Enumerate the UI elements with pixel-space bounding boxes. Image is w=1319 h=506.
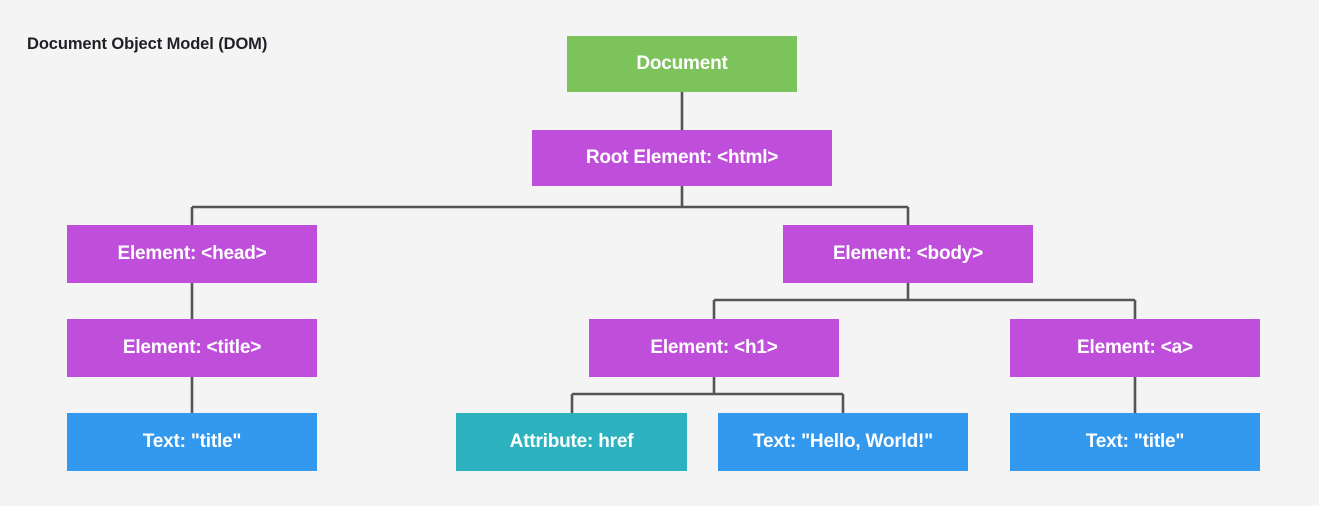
node-text-hello-world[interactable]: Text: "Hello, World!" bbox=[718, 413, 968, 471]
node-element-h1-label: Element: <h1> bbox=[650, 337, 778, 358]
node-element-body[interactable]: Element: <body> bbox=[783, 225, 1033, 283]
node-element-title-label: Element: <title> bbox=[122, 337, 262, 358]
node-document-label: Document bbox=[636, 53, 728, 74]
node-text-title-a-label: Text: "title" bbox=[1085, 431, 1185, 452]
node-root-element-html-label: Root Element: <html> bbox=[585, 147, 779, 168]
node-element-head[interactable]: Element: <head> bbox=[67, 225, 317, 283]
node-attribute-href-label: Attribute: href bbox=[509, 431, 634, 452]
node-attribute-href[interactable]: Attribute: href bbox=[456, 413, 687, 471]
node-text-title-a[interactable]: Text: "title" bbox=[1010, 413, 1260, 471]
node-element-a-label: Element: <a> bbox=[1077, 337, 1193, 358]
node-element-h1[interactable]: Element: <h1> bbox=[589, 319, 839, 377]
page-title: Document Object Model (DOM) bbox=[27, 35, 268, 53]
node-element-body-label: Element: <body> bbox=[832, 243, 984, 264]
node-text-title-head-label: Text: "title" bbox=[142, 431, 242, 452]
node-root-element-html[interactable]: Root Element: <html> bbox=[532, 130, 832, 186]
node-text-title-head[interactable]: Text: "title" bbox=[67, 413, 317, 471]
node-document[interactable]: Document bbox=[567, 36, 797, 92]
node-element-title[interactable]: Element: <title> bbox=[67, 319, 317, 377]
node-text-hello-world-label: Text: "Hello, World!" bbox=[753, 431, 933, 452]
node-element-head-label: Element: <head> bbox=[117, 243, 267, 264]
node-element-a[interactable]: Element: <a> bbox=[1010, 319, 1260, 377]
